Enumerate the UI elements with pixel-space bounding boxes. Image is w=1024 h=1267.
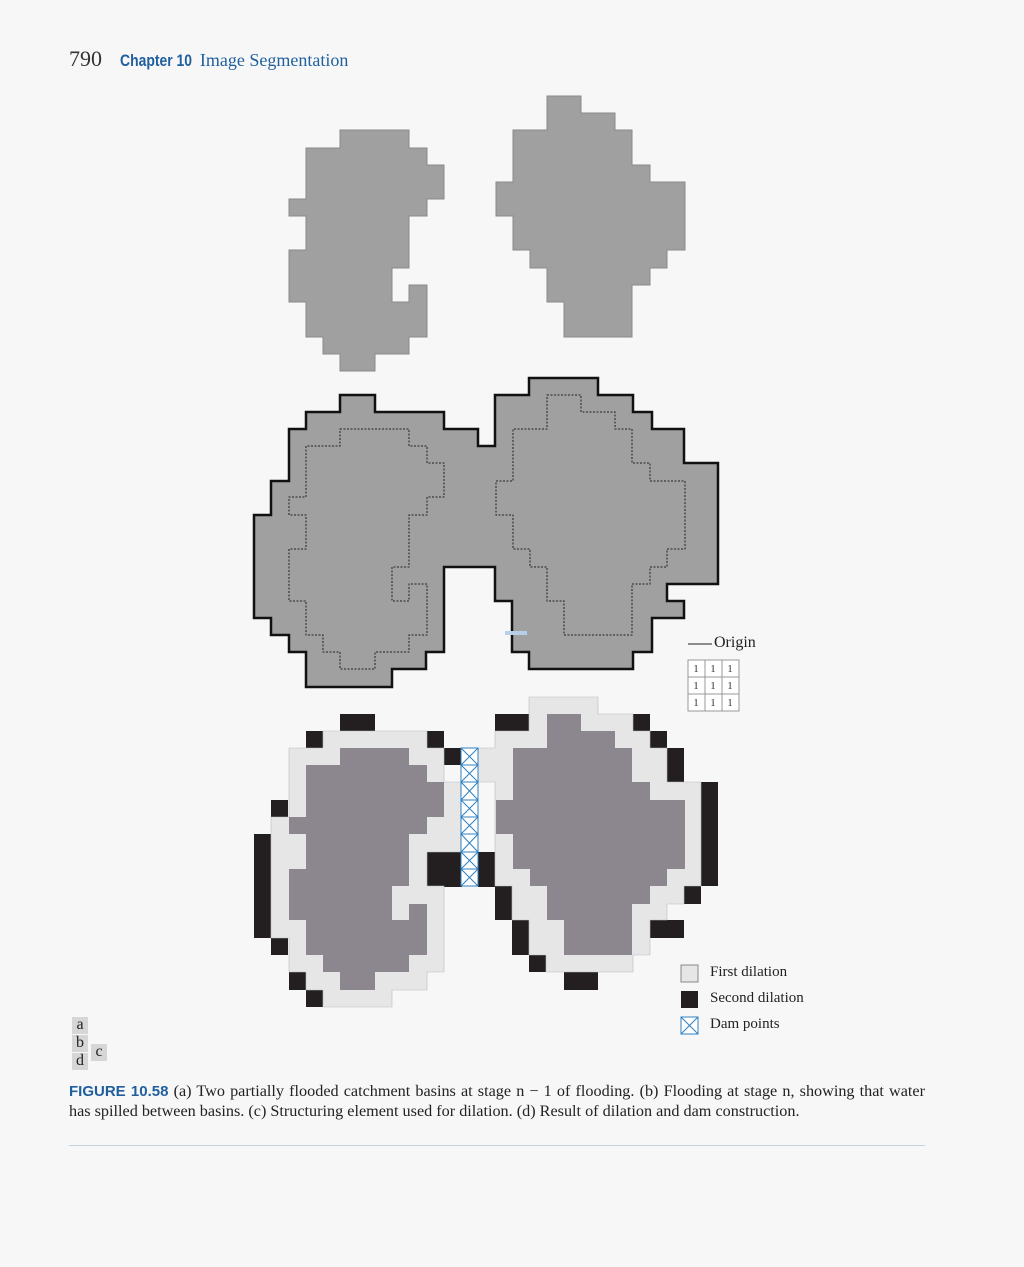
legend-dam-swatch	[680, 1016, 699, 1035]
dashed-right-basin	[495, 394, 686, 636]
dashed-left-basin	[288, 428, 445, 670]
basin-right-a	[495, 95, 686, 338]
se-cell-4: 1	[693, 680, 699, 692]
chapter-label: Chapter 10	[120, 51, 193, 70]
legend-dam: Dam points	[680, 1016, 880, 1036]
se-cell-3: 1	[727, 663, 733, 675]
second-dilation-pixels	[254, 714, 718, 1007]
panel-label-c: c	[91, 1044, 107, 1061]
origin-label: Origin	[714, 634, 756, 651]
legend-swatches	[680, 964, 699, 1035]
se-cell-1: 1	[693, 663, 699, 675]
legend-second-label: Second dilation	[710, 990, 804, 1006]
legend-first-swatch	[680, 964, 699, 983]
caption-text: (a) Two partially flooded catchment basi…	[69, 1082, 926, 1120]
se-cell-9: 1	[727, 697, 733, 709]
panel-label-a: a	[72, 1017, 88, 1034]
figure-label: FIGURE 10.58	[69, 1083, 169, 1100]
panel-d	[254, 696, 718, 1008]
caption-rule	[69, 1145, 925, 1146]
panel-b	[252, 376, 720, 689]
legend-second-swatch	[681, 991, 698, 1008]
spill-marker	[505, 631, 527, 635]
se-cell-2: 1	[710, 663, 716, 675]
panel-label-d: d	[72, 1053, 88, 1070]
panel-c-structuring-element: 1 1 1 1 1 1 1 1 1	[687, 643, 740, 712]
panel-a	[288, 95, 686, 372]
page-number: 790	[69, 46, 102, 71]
flood-region-b	[252, 376, 720, 689]
se-cell-5: 1	[710, 680, 716, 692]
se-cell-8: 1	[710, 697, 716, 709]
basin-pixels	[289, 714, 685, 990]
dam-points	[460, 747, 479, 887]
figure-caption: FIGURE 10.58 (a) Two partially flooded c…	[69, 1082, 925, 1121]
se-cell-7: 1	[693, 697, 699, 709]
page-header: 790 Chapter 10 Image Segmentation	[69, 46, 348, 72]
basin-left-a-body	[288, 129, 445, 372]
chapter-title: Image Segmentation	[199, 50, 349, 70]
legend-first-label: First dilation	[710, 964, 788, 980]
legend-second: Second dilation	[680, 990, 880, 1010]
se-cell-6: 1	[727, 680, 733, 692]
panel-label-b: b	[72, 1035, 88, 1052]
legend-dam-label: Dam points	[710, 1016, 780, 1032]
legend-first: First dilation	[680, 964, 880, 984]
